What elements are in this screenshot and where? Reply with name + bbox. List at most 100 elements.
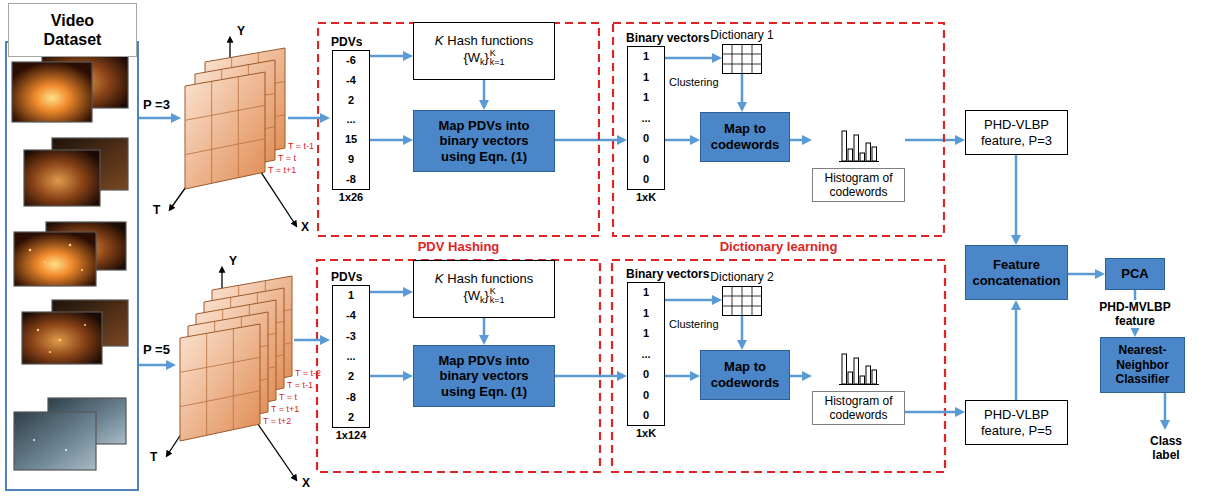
time-label: T = t xyxy=(278,153,296,163)
vector-dimension: 1xK xyxy=(636,191,656,203)
hash-symbol: K xyxy=(435,33,444,48)
dictionary-grid: Dictionary 2 xyxy=(722,286,762,316)
flow-arrow xyxy=(665,375,694,378)
process-box: Feature concatenation xyxy=(965,245,1068,300)
drawing-part xyxy=(139,117,175,120)
box-text: Feature concatenation xyxy=(966,255,1067,290)
histogram-bar xyxy=(842,131,847,161)
process-box: Nearest-Neighbor Classifier xyxy=(1100,337,1185,393)
drawing-part xyxy=(37,329,39,331)
vector-heading: Binary vectors xyxy=(626,267,709,281)
index-stack: Kk=1 xyxy=(490,287,505,305)
box-label: Map to codewords xyxy=(705,359,785,390)
frame-grid xyxy=(238,77,239,178)
flow-arrow xyxy=(370,139,407,142)
hash-text: KHash functions{Wk}Kk=1 xyxy=(431,268,538,311)
drawing-part xyxy=(1164,391,1167,424)
vector-title: Binary vectors xyxy=(626,267,709,281)
flow-arrow xyxy=(483,318,486,339)
axis-label: X xyxy=(301,220,309,234)
drawing-part xyxy=(65,449,67,451)
time-label: T = t-2 xyxy=(295,368,321,379)
box-text: Nearest-Neighbor Classifier xyxy=(1101,341,1184,388)
drawing-part xyxy=(81,269,83,271)
axis-label: Y xyxy=(229,254,237,268)
grid-line xyxy=(722,64,762,65)
grid-border xyxy=(723,45,762,74)
vector-value: 2 xyxy=(348,370,354,383)
histogram-bar xyxy=(854,358,859,384)
flow-arrow xyxy=(790,139,806,142)
histogram-bar xyxy=(872,147,877,161)
time-label: T = t-1 xyxy=(287,380,313,391)
dictionary-title: Dictionary 1 xyxy=(710,28,773,42)
flow-arrow xyxy=(905,139,959,142)
hash-line: {Wk}Kk=1 xyxy=(435,287,534,309)
vector-column: PDVs1-4-3...2-821x124 xyxy=(332,285,370,428)
scale-label: P =5 xyxy=(143,342,170,357)
hash-label: Hash functions xyxy=(447,33,533,48)
flow-arrow xyxy=(1015,306,1018,400)
vector-value: 15 xyxy=(345,133,357,146)
histogram-bar xyxy=(854,135,859,161)
histogram-bar xyxy=(860,376,865,384)
region-title: Dictionary learning xyxy=(720,239,838,254)
process-box: PCA xyxy=(1105,258,1165,290)
drawing-part xyxy=(44,261,46,263)
superscript: K xyxy=(490,49,505,58)
flow-arrow xyxy=(741,316,744,344)
box-text: Map to codewords xyxy=(701,357,789,392)
subscript: k xyxy=(480,295,485,305)
set-brace: {W xyxy=(463,50,480,65)
vector-value: 0 xyxy=(643,132,649,145)
box-label: Map PDVs into binary vectors using Eqn. … xyxy=(432,353,536,400)
histogram-bar xyxy=(866,143,871,161)
flow-arrow xyxy=(555,375,621,378)
drawing-part xyxy=(69,244,72,247)
histogram-node: Histogram of codewords xyxy=(812,122,905,202)
drawing-part xyxy=(14,412,96,470)
box-text: Map PDVs into binary vectors using Eqn. … xyxy=(428,116,540,167)
vector-value: ... xyxy=(641,348,650,361)
histogram-icon xyxy=(837,347,881,387)
flow-arrow xyxy=(665,139,694,142)
box-label: Map to codewords xyxy=(705,121,785,152)
vector-value: 1 xyxy=(643,327,649,340)
video-frame xyxy=(185,72,265,189)
axis-label: Y xyxy=(229,254,237,268)
grid-border xyxy=(723,287,762,316)
edge-label: Clustering xyxy=(668,76,720,88)
region-outline xyxy=(613,23,944,236)
time-label: T = t xyxy=(279,392,297,403)
drawing-part xyxy=(22,312,102,364)
time-label: T = t-1 xyxy=(288,141,314,152)
box-label: PHD-VLBP feature, P=3 xyxy=(970,117,1063,148)
flow-arrow xyxy=(905,411,959,414)
box-label: PCA xyxy=(1121,266,1148,282)
vector-values: 111...000 xyxy=(628,50,664,186)
vector-title: Binary vectors xyxy=(626,31,709,45)
frame-grid xyxy=(211,81,212,183)
vector-values: 1-4-3...2-82 xyxy=(333,289,369,424)
histogram-bar xyxy=(872,370,877,384)
vector-value: -4 xyxy=(346,309,356,322)
axis-label: T xyxy=(150,450,157,464)
time-label: T = t+2 xyxy=(263,416,291,426)
dictionary-heading: Dictionary 2 xyxy=(710,270,773,284)
scale-label: P =3 xyxy=(143,97,170,113)
box-label: PHD-VLBP feature, P=5 xyxy=(970,407,1063,438)
region-outline xyxy=(612,260,945,472)
time-label: T = t+2 xyxy=(263,416,291,427)
frame-grid xyxy=(185,139,265,155)
grid-line xyxy=(752,44,753,74)
region-heading: Dictionary learning xyxy=(612,239,945,254)
hash-symbol: K xyxy=(435,271,444,286)
vector-size: 1x124 xyxy=(336,429,367,442)
sparks xyxy=(29,244,86,451)
process-box: Video Dataset xyxy=(8,3,137,57)
box-text: PCA xyxy=(1117,264,1152,284)
drawing-part xyxy=(294,339,324,342)
vector-size: 1xK xyxy=(636,427,656,440)
vector-value: 1 xyxy=(643,286,649,299)
grid-line xyxy=(732,286,733,316)
